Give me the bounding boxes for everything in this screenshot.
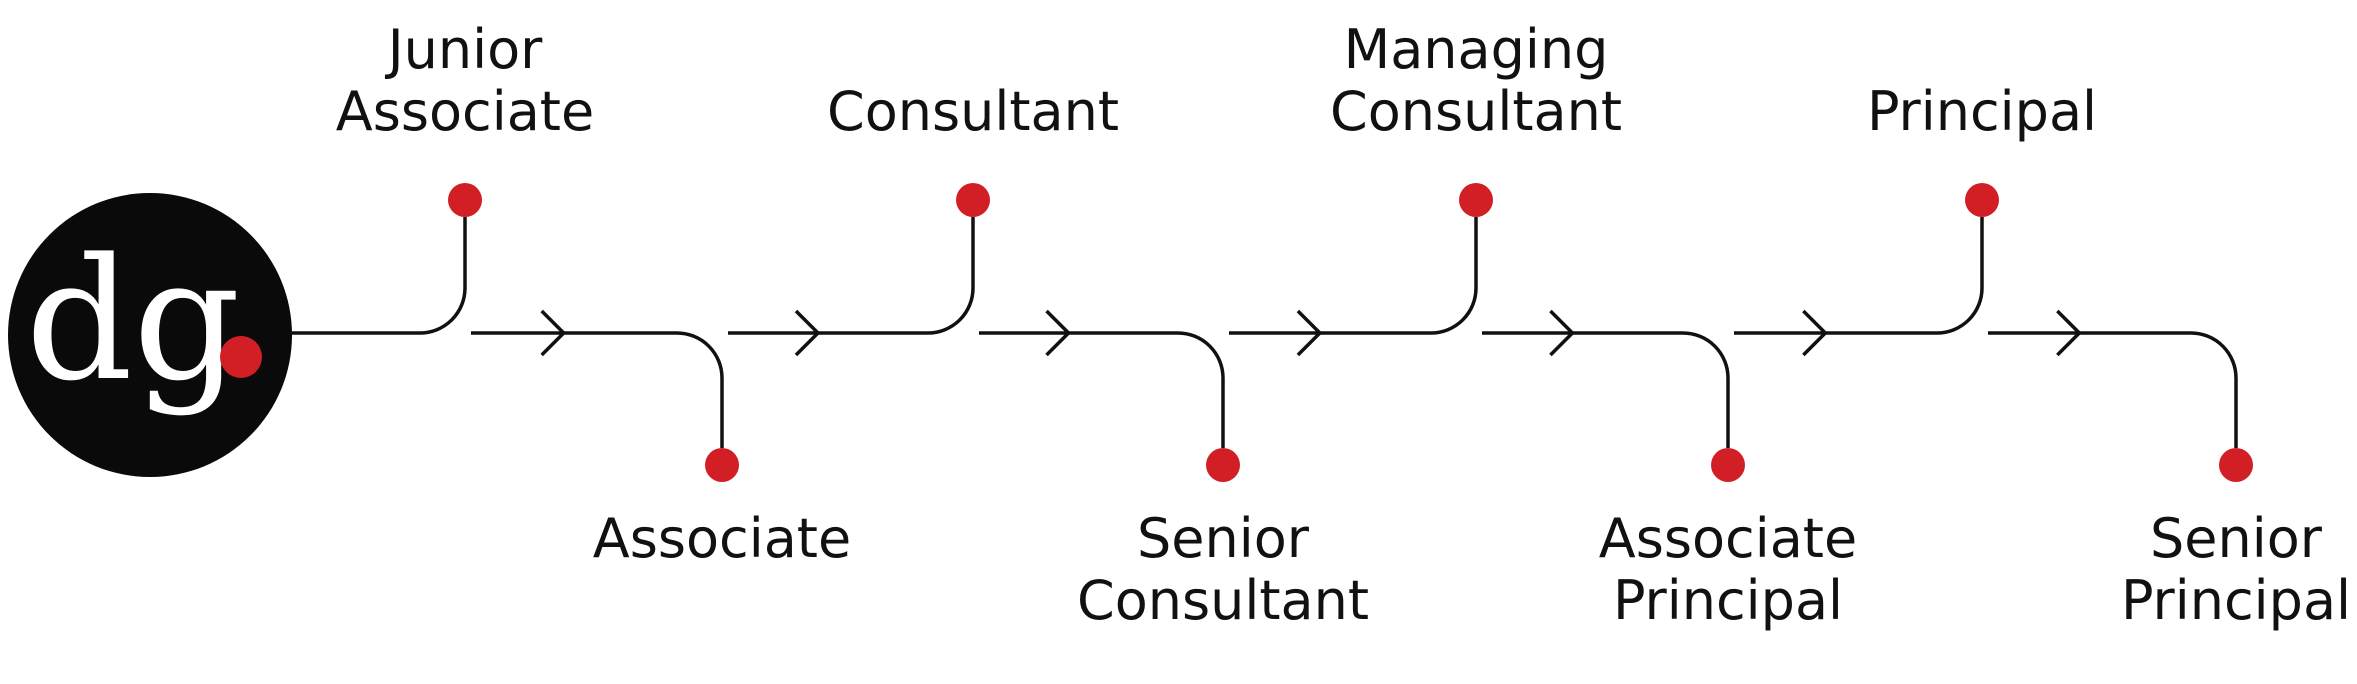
logo-circle xyxy=(8,193,292,477)
connector-line xyxy=(290,217,467,335)
red-dot-icon xyxy=(448,183,482,217)
connector-line xyxy=(728,217,975,335)
red-dot-icon xyxy=(2219,448,2253,482)
stage-label-line: Principal xyxy=(1867,80,2097,143)
milestone-nodes: JuniorAssociateAssociateConsultantSenior… xyxy=(336,18,2351,632)
red-dot-icon xyxy=(1711,448,1745,482)
stage-label-line: Managing xyxy=(1344,18,1609,81)
stage-label-line: Consultant xyxy=(1077,569,1369,632)
red-dot-icon xyxy=(1459,183,1493,217)
stage-label-line: Associate xyxy=(593,507,851,570)
connector-line xyxy=(471,331,724,448)
red-dot-icon xyxy=(705,448,739,482)
stage-label-line: Senior xyxy=(1137,507,1310,570)
red-dot-icon xyxy=(956,183,990,217)
stage-label-line: Associate xyxy=(336,80,594,143)
logo-red-dot xyxy=(220,336,262,378)
connector-lines xyxy=(290,217,2238,448)
stage-label: Associate xyxy=(593,507,851,570)
connector-line xyxy=(1988,331,2238,448)
stage-label-line: Consultant xyxy=(1330,80,1622,143)
stage-label: Consultant xyxy=(827,80,1119,143)
logo-lettering: dg xyxy=(25,222,240,418)
stage-label: Principal xyxy=(1867,80,2097,143)
dg-logo: dg xyxy=(8,193,292,477)
red-dot-icon xyxy=(1206,448,1240,482)
stage-label-line: Associate xyxy=(1599,507,1857,570)
stage-label-line: Principal xyxy=(1613,569,1843,632)
connector-line xyxy=(1482,331,1730,448)
connector-line xyxy=(1229,217,1478,335)
stage-label-line: Junior xyxy=(385,18,543,81)
stage-label-line: Principal xyxy=(2121,569,2351,632)
connector-line xyxy=(1734,217,1984,335)
stage-label-line: Consultant xyxy=(827,80,1119,143)
connector-line xyxy=(979,331,1225,448)
red-dot-icon xyxy=(1965,183,1999,217)
stage-label-line: Senior xyxy=(2150,507,2323,570)
